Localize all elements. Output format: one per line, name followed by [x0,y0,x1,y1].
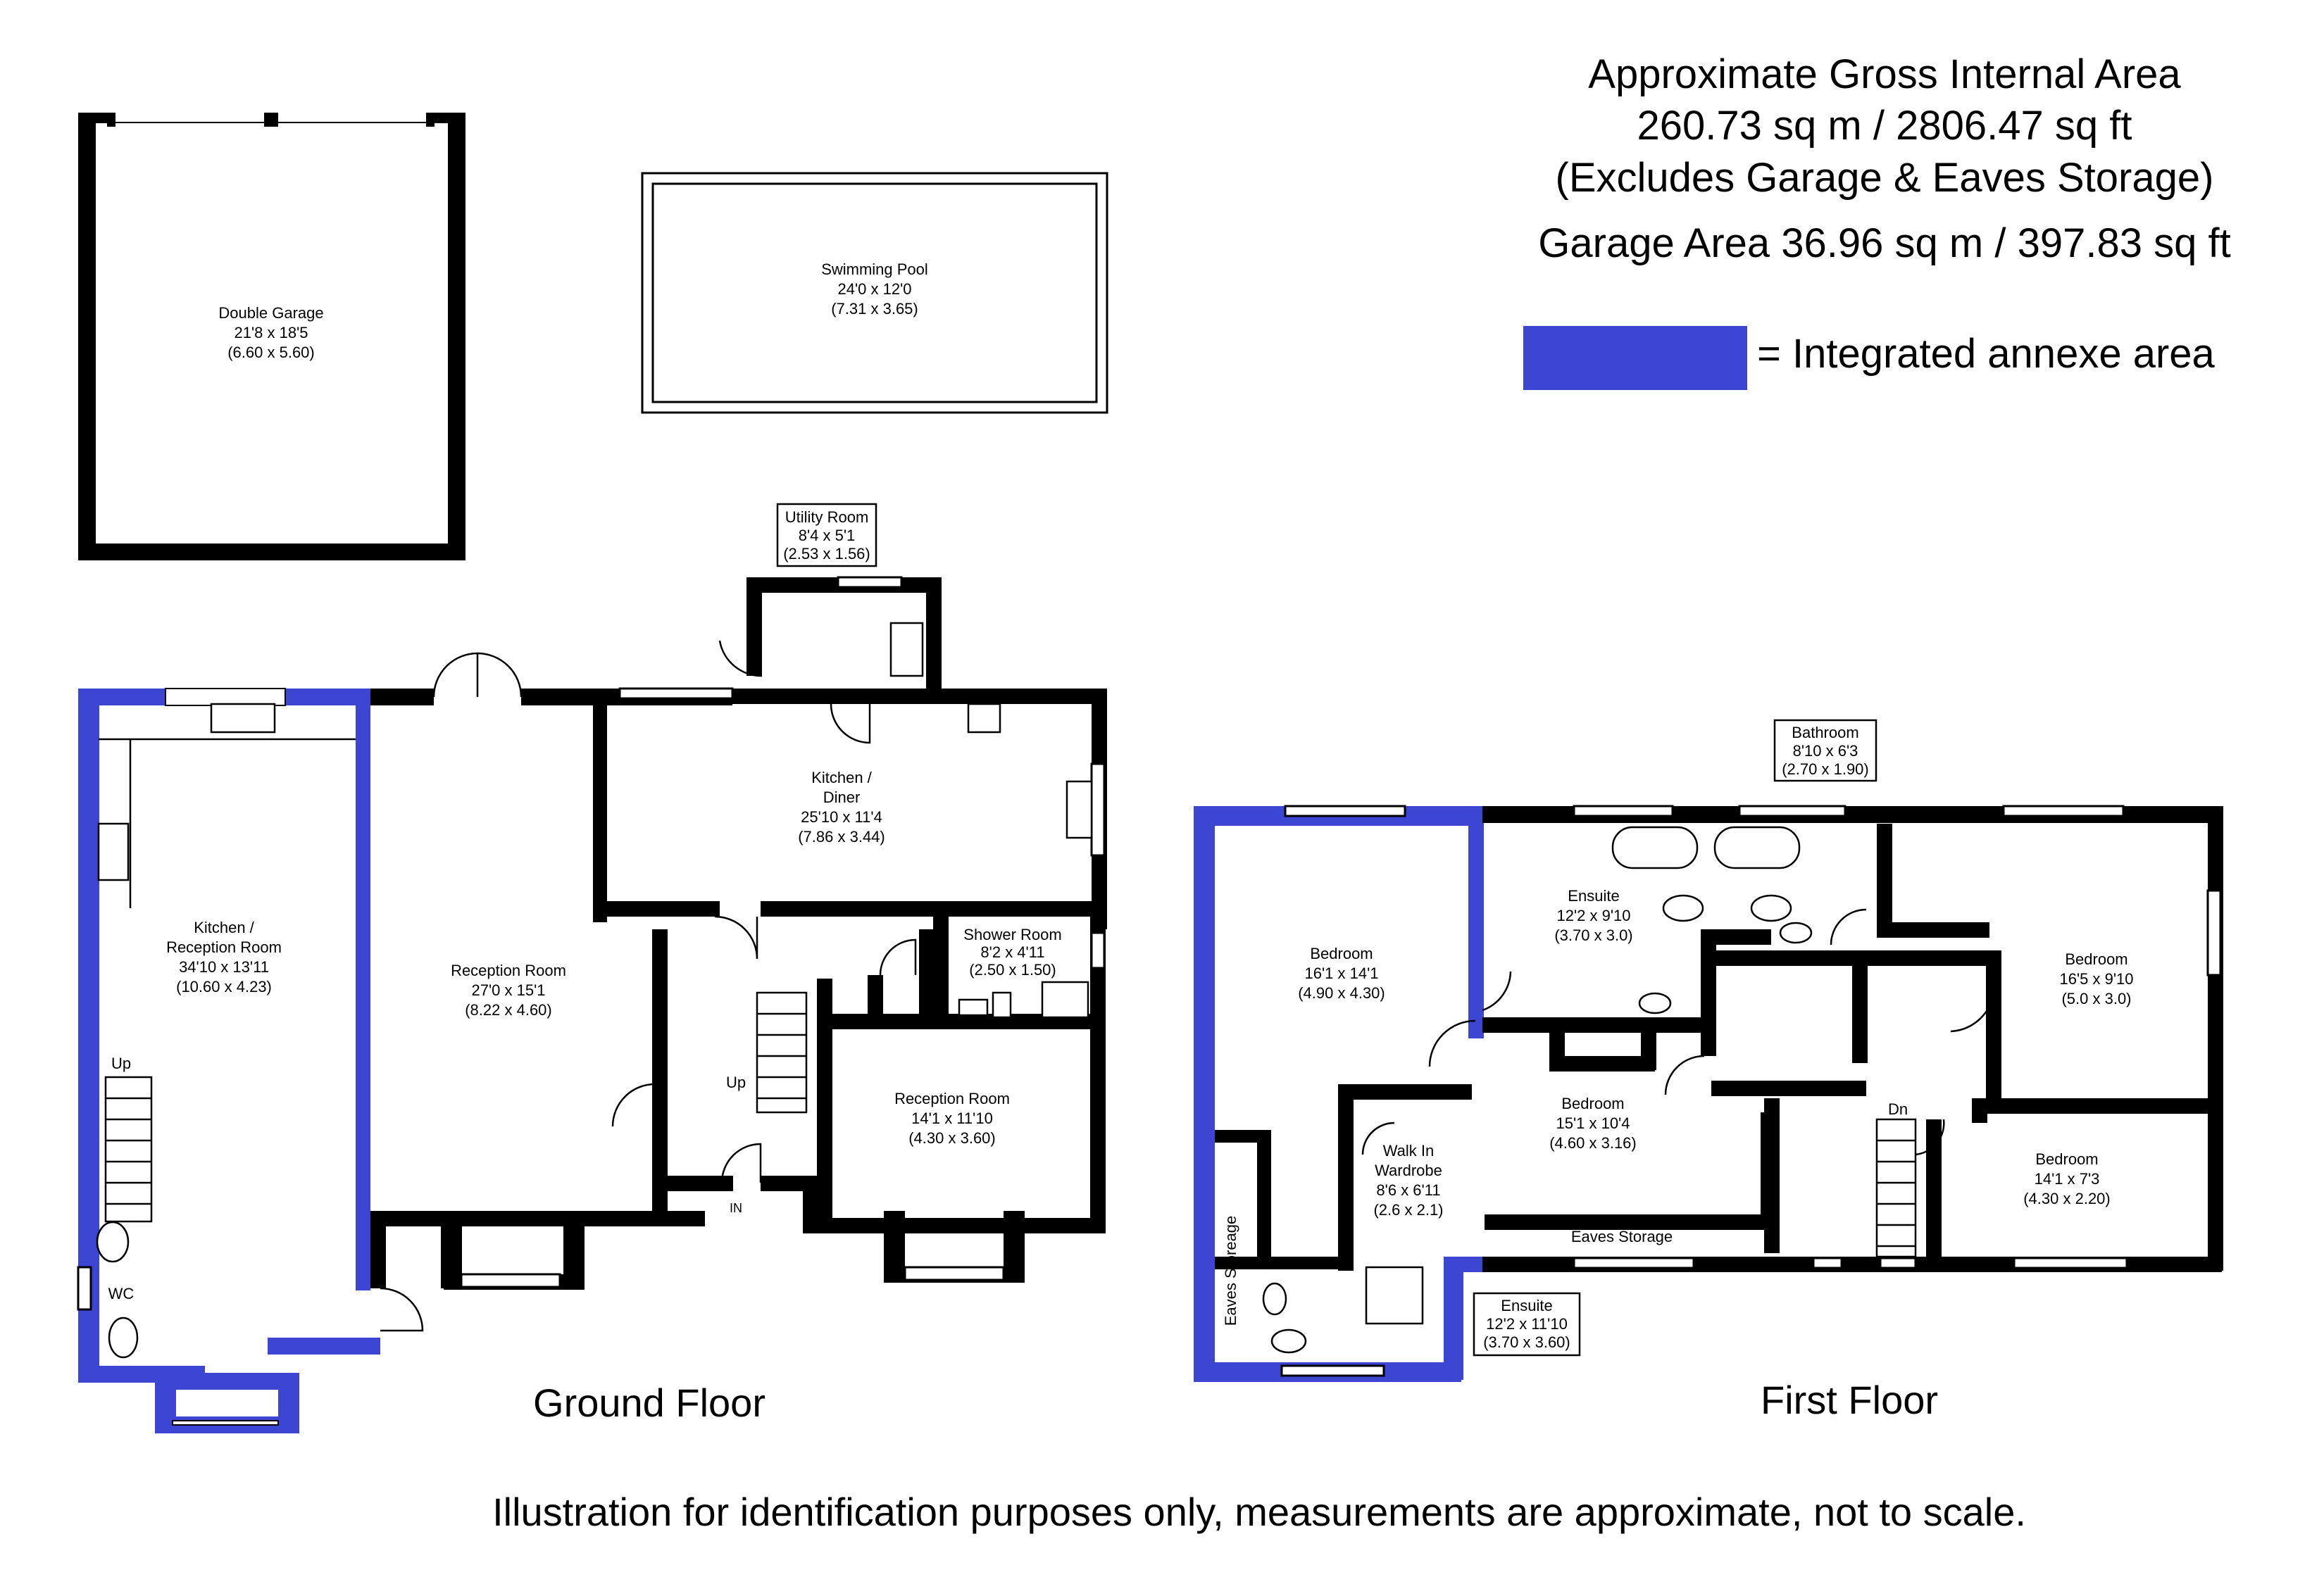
bathroom-imperial: 8'10 x 6'3 [1793,742,1858,760]
entrance-label: IN [730,1201,742,1215]
bedroom-1-name: Bedroom [1310,945,1373,962]
shower-metric: (2.50 x 1.50) [969,961,1056,979]
stairs-up-hall: Up [726,1074,746,1091]
bedroom-4-name: Bedroom [2035,1150,2098,1168]
ensuite-2-imperial: 12'2 x 11'10 [1486,1315,1568,1333]
bedroom-4-metric: (4.30 x 2.20) [2023,1190,2111,1207]
reception-2-imperial: 14'1 x 11'10 [911,1110,993,1127]
disclaimer: Illustration for identification purposes… [492,1490,2026,1534]
area-total: 260.73 sq m / 2806.47 sq ft [1637,103,2132,149]
garage-imperial: 21'8 x 18'5 [234,324,308,341]
shower-name: Shower Room [963,926,1061,943]
bedroom-3-imperial: 15'1 x 10'4 [1556,1114,1630,1132]
stairs-down-label: Dn [1888,1100,1908,1118]
garage-name: Double Garage [218,304,323,322]
kitchen-diner-metric: (7.86 x 3.44) [798,828,885,846]
area-title: Approximate Gross Internal Area [1588,51,2181,97]
pool-metric: (7.31 x 3.65) [831,300,918,318]
ensuite-1-name: Ensuite [1568,887,1619,905]
kitchen-reception-name-1: Kitchen / [194,919,254,936]
kitchen-reception-name-2: Reception Room [166,938,282,956]
area-note: (Excludes Garage & Eaves Storage) [1556,155,2214,201]
kitchen-diner-imperial: 25'10 x 11'4 [801,808,882,826]
bedroom-4-imperial: 14'1 x 7'3 [2035,1170,2100,1188]
wc-label: WC [108,1285,135,1302]
ensuite-2-metric: (3.70 x 3.60) [1483,1333,1570,1351]
annexe-legend-swatch [1523,326,1747,390]
eaves-storage-label: Eaves Storage [1571,1228,1673,1245]
reception-1-name: Reception Room [451,962,566,979]
kitchen-reception-imperial: 34'10 x 13'11 [179,958,269,976]
first-floor-plan: Bathroom 8'10 x 6'3 (2.70 x 1.90) Bedroo… [1194,719,2223,1422]
bedroom-3-name: Bedroom [1561,1095,1624,1112]
bedroom-1-imperial: 16'1 x 14'1 [1304,964,1378,982]
ground-floor-title: Ground Floor [533,1381,766,1425]
bathroom-name: Bathroom [1792,724,1858,741]
reception-1-imperial: 27'0 x 15'1 [471,981,545,999]
bathroom-metric: (2.70 x 1.90) [1782,760,1869,778]
annexe-legend-label: = Integrated annexe area [1757,331,2216,377]
swimming-pool: Swimming Pool 24'0 x 12'0 (7.31 x 3.65) [641,172,1108,414]
bedroom-2-metric: (5.0 x 3.0) [2061,990,2131,1007]
wardrobe-name-1: Walk In [1383,1142,1435,1160]
eaves-storeage-label: Eaves Storeage [1222,1216,1239,1326]
wardrobe-name-2: Wardrobe [1375,1162,1442,1179]
reception-2-metric: (4.30 x 3.60) [908,1129,996,1147]
stairs-up-left: Up [111,1055,131,1072]
shower-imperial: 8'2 x 4'11 [980,943,1044,961]
garage-area: Garage Area 36.96 sq m / 397.83 sq ft [1538,220,2230,266]
area-info: Approximate Gross Internal Area 260.73 s… [1523,51,2231,390]
ensuite-1-metric: (3.70 x 3.0) [1554,926,1632,944]
utility-imperial: 8'4 x 5'1 [799,527,856,544]
reception-1-metric: (8.22 x 4.60) [465,1001,552,1019]
kitchen-diner-name-1: Kitchen / [811,769,872,786]
kitchen-diner-name-2: Diner [823,788,861,806]
bedroom-3-metric: (4.60 x 3.16) [1549,1134,1637,1152]
ensuite-2-name: Ensuite [1501,1297,1552,1314]
utility-metric: (2.53 x 1.56) [783,545,870,563]
wardrobe-metric: (2.6 x 2.1) [1373,1201,1443,1219]
wardrobe-imperial: 8'6 x 6'11 [1376,1181,1440,1199]
first-floor-title: First Floor [1761,1378,1938,1422]
bedroom-1-metric: (4.90 x 4.30) [1298,984,1385,1002]
bedroom-2-name: Bedroom [2065,950,2127,968]
ground-floor-plan: Utility Room 8'4 x 5'1 (2.53 x 1.56) Kit… [77,503,1107,1433]
double-garage: Double Garage 21'8 x 18'5 (6.60 x 5.60) [78,113,465,560]
ensuite-1-imperial: 12'2 x 9'10 [1556,907,1630,924]
pool-name: Swimming Pool [821,260,928,278]
utility-name: Utility Room [785,508,869,526]
bedroom-2-imperial: 16'5 x 9'10 [2059,970,2133,988]
garage-metric: (6.60 x 5.60) [227,344,315,361]
kitchen-reception-metric: (10.60 x 4.23) [176,978,272,995]
pool-imperial: 24'0 x 12'0 [837,280,911,298]
reception-2-name: Reception Room [894,1090,1010,1107]
